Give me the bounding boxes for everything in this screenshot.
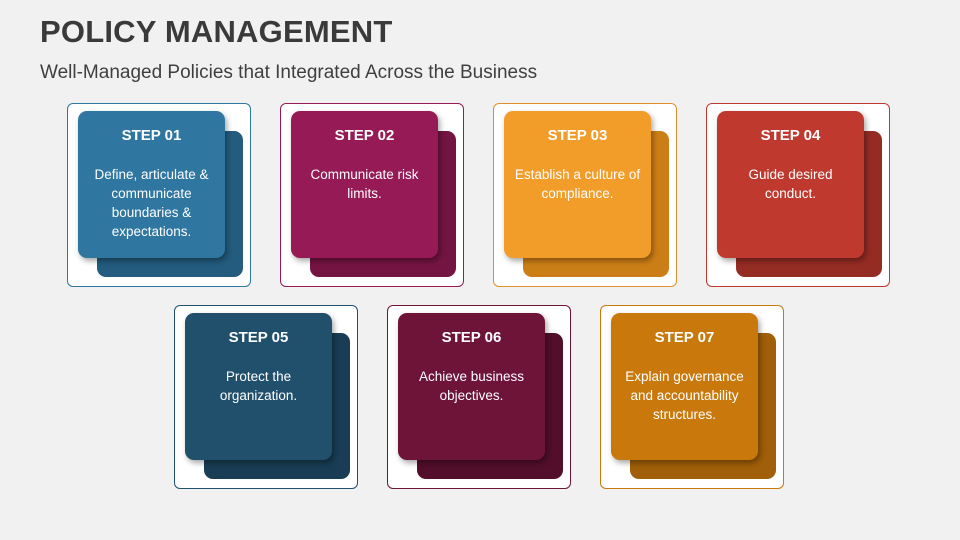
page-subtitle: Well-Managed Policies that Integrated Ac…: [40, 62, 538, 83]
step-card-07: STEP 07 Explain governance and accountab…: [600, 305, 786, 491]
card-front-panel: STEP 07 Explain governance and accountab…: [611, 313, 758, 460]
step-description: Communicate risk limits.: [310, 167, 419, 201]
card-front-panel: STEP 05 Protect the organization.: [185, 313, 332, 460]
step-description: Establish a culture of compliance.: [514, 167, 641, 201]
step-card-03: STEP 03 Establish a culture of complianc…: [493, 103, 679, 289]
step-label: STEP 01: [121, 127, 182, 144]
step-card-06: STEP 06 Achieve business objectives.: [387, 305, 573, 491]
step-description: Guide desired conduct.: [748, 167, 833, 201]
step-label: STEP 07: [654, 329, 715, 346]
step-label: STEP 05: [228, 329, 289, 346]
step-description: Protect the organization.: [219, 369, 298, 403]
step-label: STEP 04: [760, 127, 821, 144]
card-front-panel: STEP 03 Establish a culture of complianc…: [504, 111, 651, 258]
step-description: Define, articulate & communicate boundar…: [94, 167, 209, 239]
page-title: POLICY MANAGEMENT: [40, 14, 393, 49]
step-card-01: STEP 01 Define, articulate & communicate…: [67, 103, 253, 289]
step-card-04: STEP 04 Guide desired conduct.: [706, 103, 892, 289]
card-front-panel: STEP 06 Achieve business objectives.: [398, 313, 545, 460]
card-front-panel: STEP 04 Guide desired conduct.: [717, 111, 864, 258]
step-description: Explain governance and accountability st…: [625, 369, 744, 422]
card-front-panel: STEP 02 Communicate risk limits.: [291, 111, 438, 258]
step-label: STEP 03: [547, 127, 608, 144]
card-front-panel: STEP 01 Define, articulate & communicate…: [78, 111, 225, 258]
step-description: Achieve business objectives.: [418, 369, 525, 403]
step-card-05: STEP 05 Protect the organization.: [174, 305, 360, 491]
step-card-02: STEP 02 Communicate risk limits.: [280, 103, 466, 289]
step-label: STEP 06: [441, 329, 502, 346]
step-label: STEP 02: [334, 127, 395, 144]
